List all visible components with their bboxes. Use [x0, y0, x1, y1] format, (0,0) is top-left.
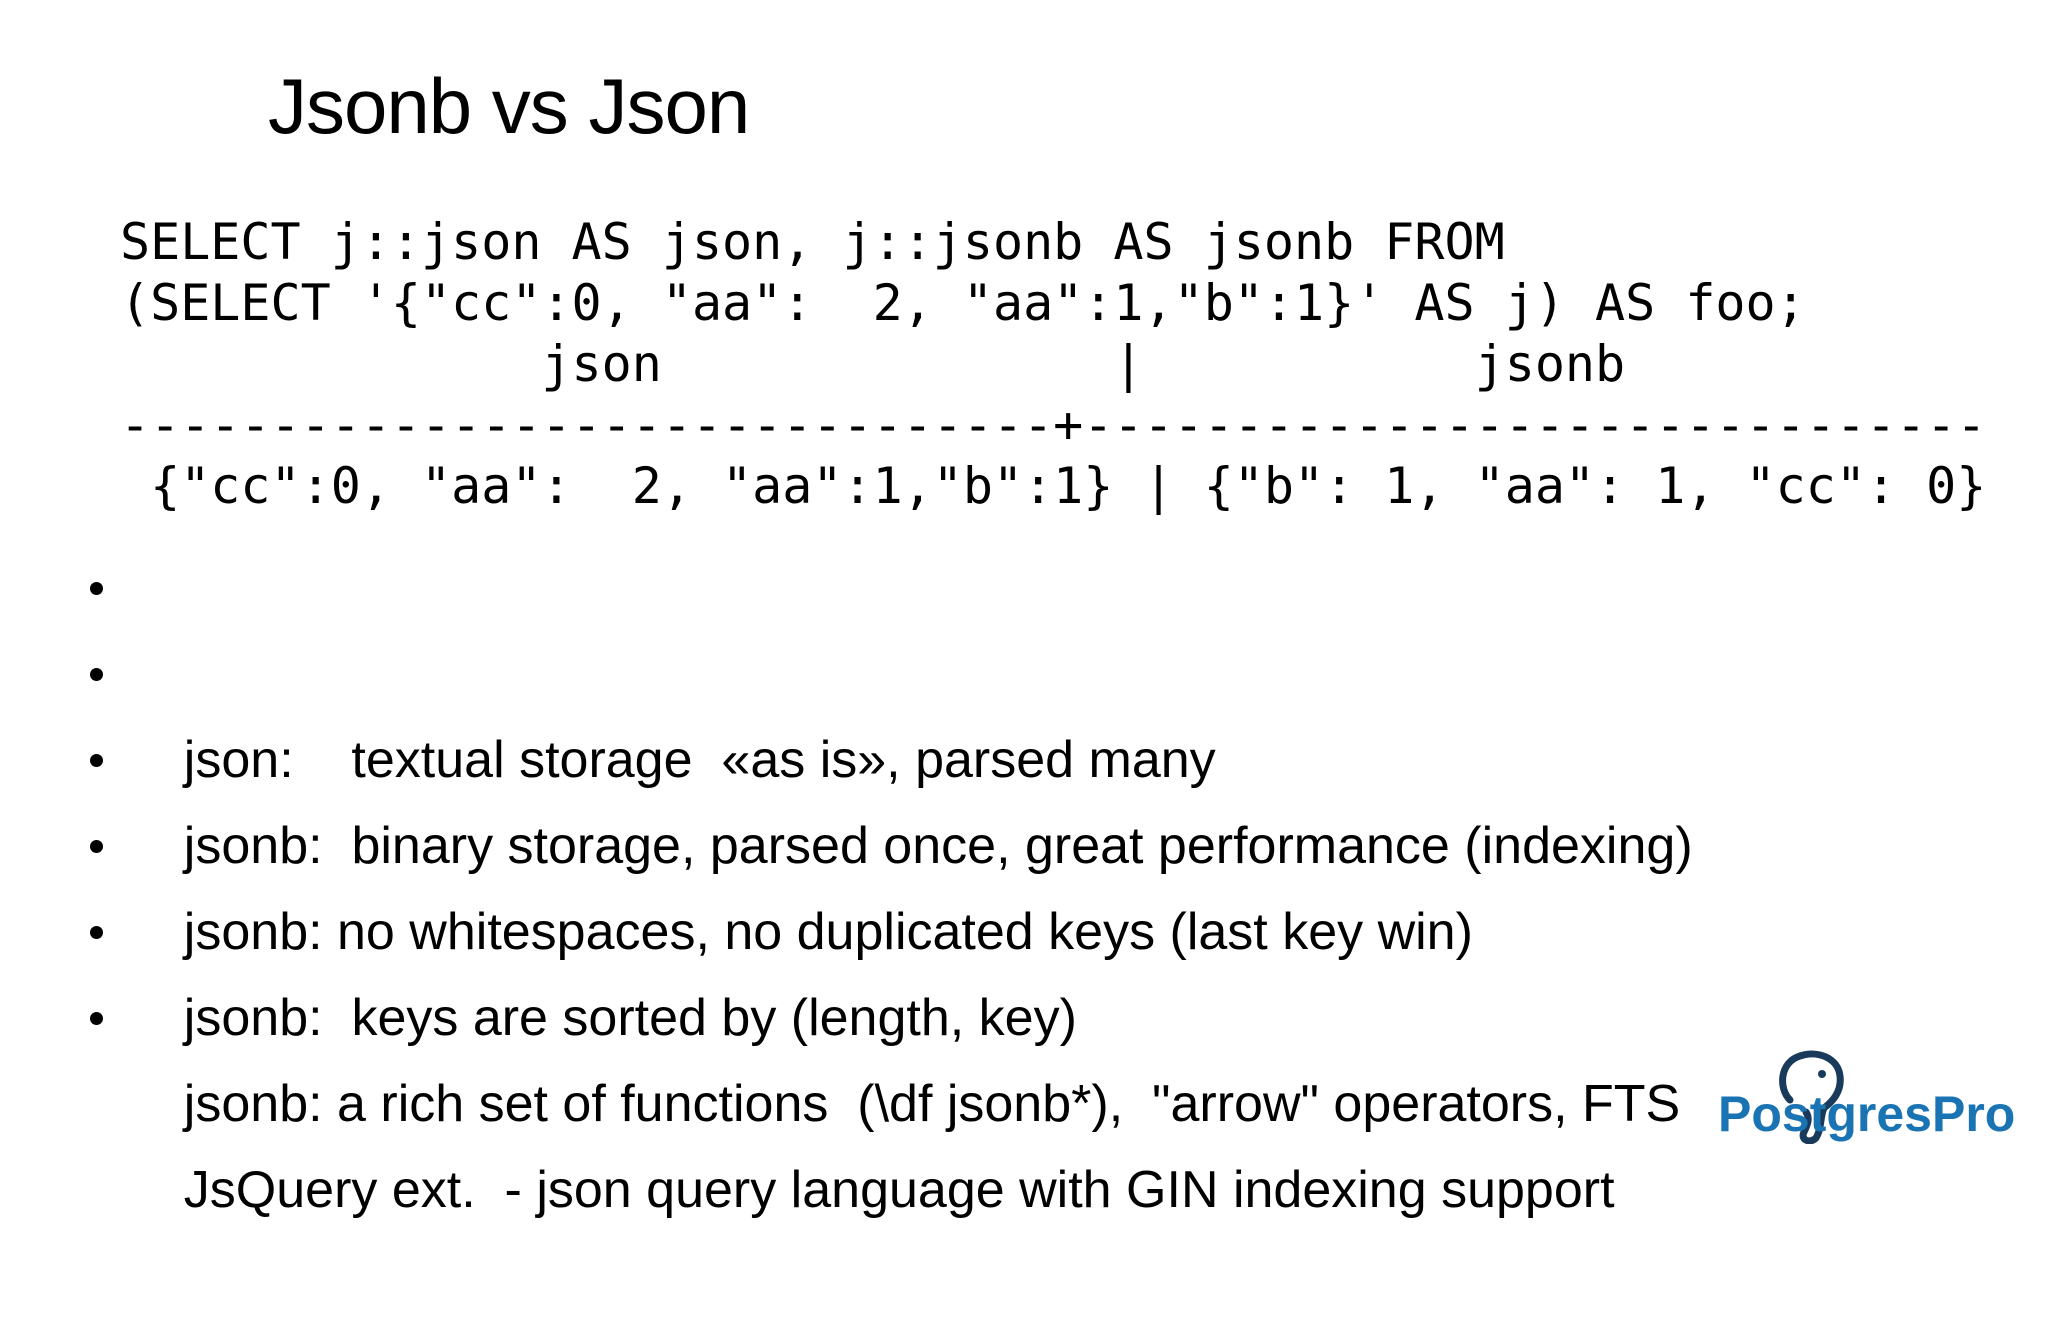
list-item-text: jsonb: a rich set of functions (\df json… — [183, 1075, 1681, 1133]
code-line: -------------------------------+--------… — [120, 396, 1987, 454]
logo-text: PostgresPro — [1718, 1086, 2016, 1142]
bullet-icon — [90, 668, 103, 681]
bullet-icon — [90, 1012, 103, 1025]
code-line: SELECT j::json AS json, j::jsonb AS json… — [120, 213, 1505, 271]
list-item-text: jsonb: binary storage, parsed once, grea… — [183, 817, 1693, 875]
code-line: (SELECT '{"cc":0, "aa": 2, "aa":1,"b":1}… — [120, 274, 1806, 332]
list-item-text: jsonb: no whitespaces, no duplicated key… — [183, 903, 1473, 961]
list-item: jsonb: a rich set of functions (\df json… — [88, 889, 1693, 1133]
bullet-icon — [90, 754, 103, 767]
sql-code-block: SELECT j::json AS json, j::jsonb AS json… — [120, 212, 1986, 517]
list-item: json: textual storage «as is», parsed ma… — [88, 545, 1693, 789]
list-item: jsonb: keys are sorted by (length, key) — [88, 803, 1693, 1047]
list-item-text: JsQuery ext. - json query language with … — [183, 1161, 1615, 1219]
code-line: {"cc":0, "aa": 2, "aa":1,"b":1} | {"b": … — [120, 457, 1987, 515]
bullet-icon — [90, 926, 103, 939]
elephant-icon — [1779, 1050, 1844, 1144]
list-item: jsonb: binary storage, parsed once, grea… — [88, 631, 1693, 875]
list-item: JsQuery ext. - json query language with … — [88, 975, 1693, 1219]
list-item: jsonb: no whitespaces, no duplicated key… — [88, 717, 1693, 961]
bullet-icon — [90, 840, 103, 853]
list-item-text: jsonb: keys are sorted by (length, key) — [183, 989, 1077, 1047]
bullet-list: json: textual storage «as is», parsed ma… — [88, 545, 1693, 1219]
slide-title: Jsonb vs Json — [268, 62, 750, 150]
bullet-icon — [90, 582, 103, 595]
postgrespro-logo: PostgresPro — [1712, 1040, 2030, 1144]
code-line: json | jsonb — [120, 335, 1626, 393]
list-item-text: json: textual storage «as is», parsed ma… — [183, 731, 1216, 789]
